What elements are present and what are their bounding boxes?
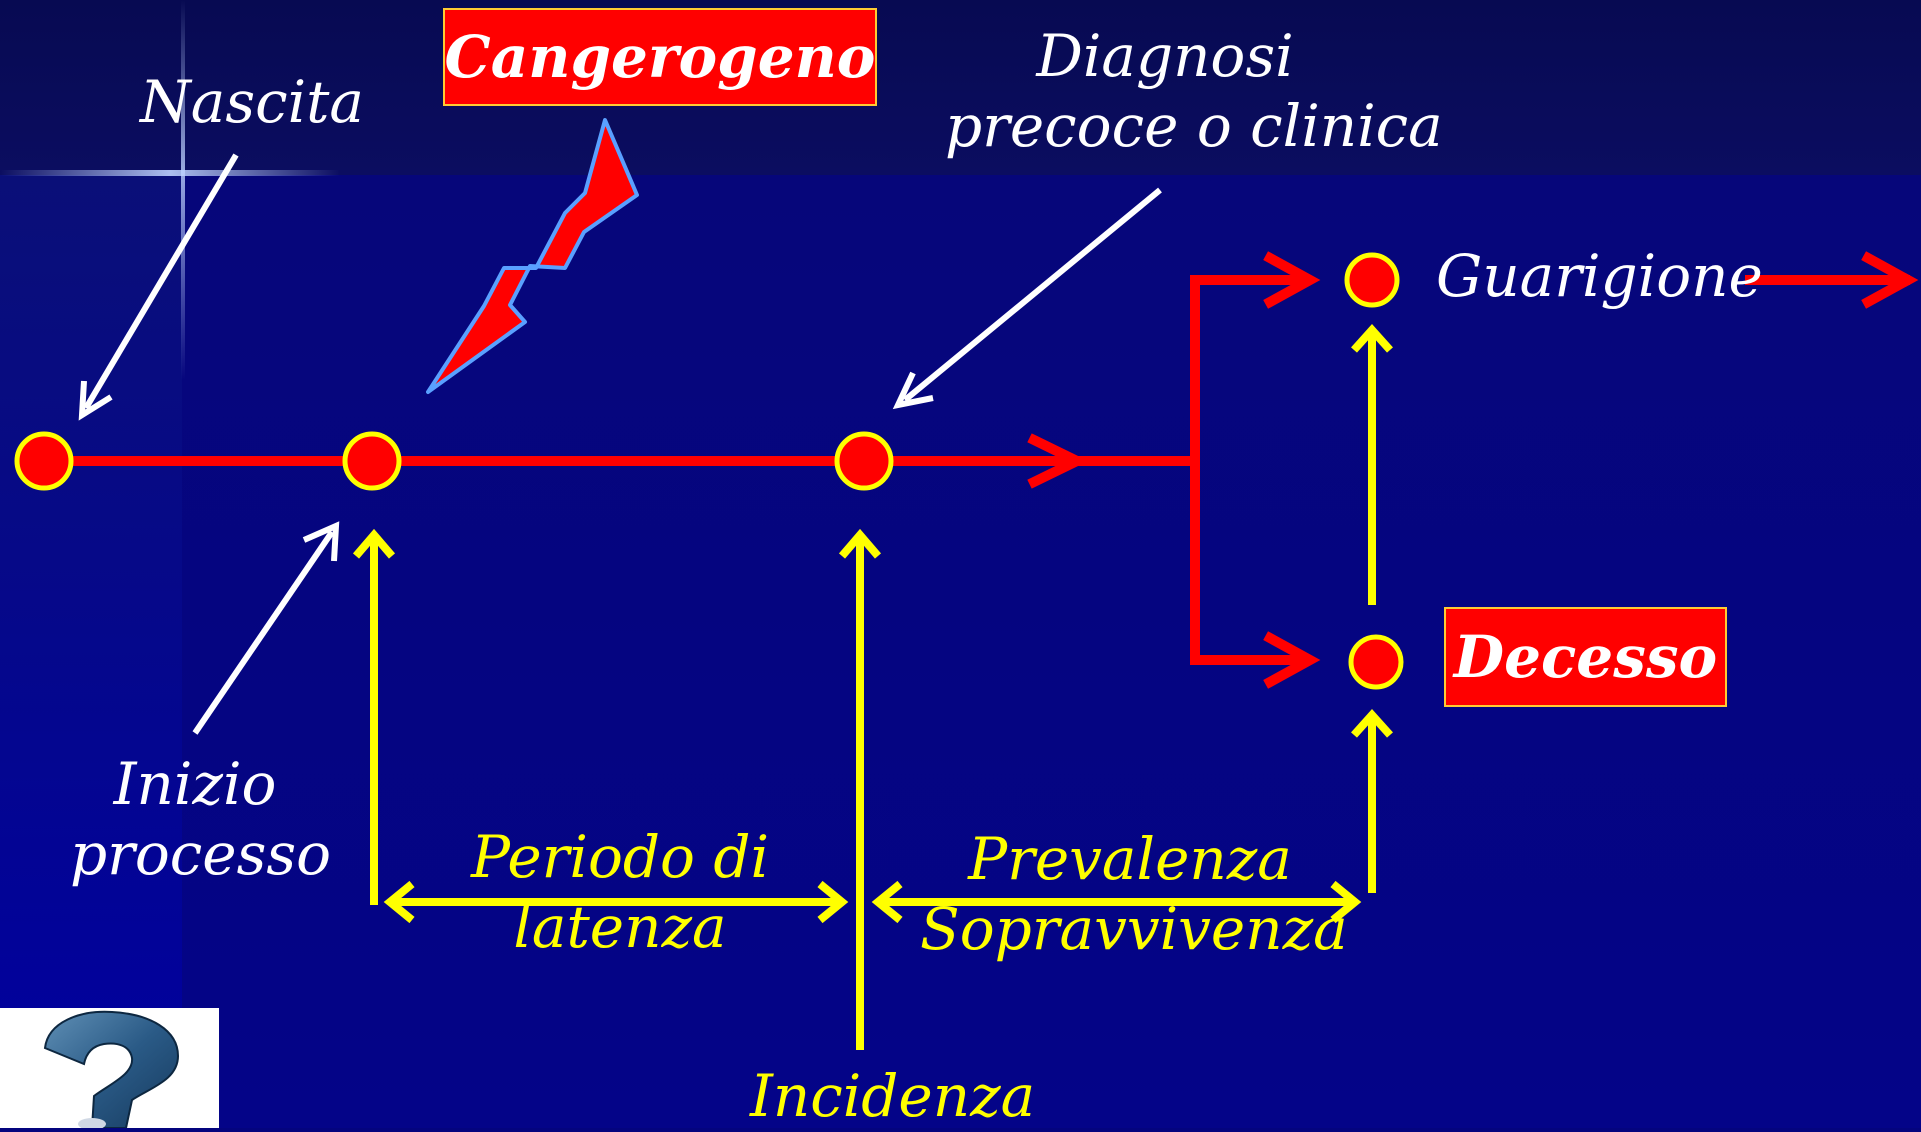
label-prevalenza: Prevalenza: [968, 825, 1292, 893]
measure-lines: [352, 324, 1393, 1050]
label-cangerogeno: Cangerogeno: [443, 8, 877, 106]
label-prevalenza-sopravvivenza: Prevalenza Sopravvivenza: [920, 825, 1348, 964]
background-glow-horizontal: [0, 170, 340, 176]
label-incidenza: Incidenza: [750, 1062, 1036, 1130]
label-periodo-line1: Periodo di: [470, 823, 770, 891]
timeline-nodes: [14, 252, 1404, 690]
label-diagnosi: Diagnosi precoce o clinica: [945, 22, 1443, 161]
timeline-main-line: [39, 251, 1919, 689]
question-mark-icon[interactable]: [0, 1008, 219, 1130]
node-guarigione: [1344, 252, 1400, 308]
node-nascita: [14, 431, 74, 491]
node-inizio: [342, 431, 402, 491]
label-inizio-line1: Inizio: [113, 750, 277, 818]
label-nascita: Nascita: [140, 68, 365, 136]
background-glow-vertical: [181, 0, 185, 380]
question-mark-glyph: [43, 1010, 180, 1130]
background-top-band: [0, 0, 1921, 175]
node-decesso: [1348, 634, 1404, 690]
background-left-band: [0, 175, 182, 1128]
pointer-arrows: [78, 153, 1162, 735]
node-diagnosi: [834, 431, 894, 491]
label-diagnosi-line1: Diagnosi: [1036, 22, 1294, 90]
label-inizio-processo: Inizio processo: [70, 750, 332, 889]
label-decesso: Decesso: [1444, 607, 1727, 707]
label-sopravvivenza: Sopravvivenza: [920, 894, 1348, 963]
label-inizio-line2: processo: [70, 819, 332, 888]
label-guarigione: Guarigione: [1436, 242, 1763, 310]
label-periodo-line2: latenza: [513, 892, 727, 961]
label-diagnosi-line2: precoce o clinica: [945, 91, 1443, 160]
lightning-bolt-icon: [426, 118, 639, 394]
label-periodo-latenza: Periodo di latenza: [470, 823, 770, 962]
